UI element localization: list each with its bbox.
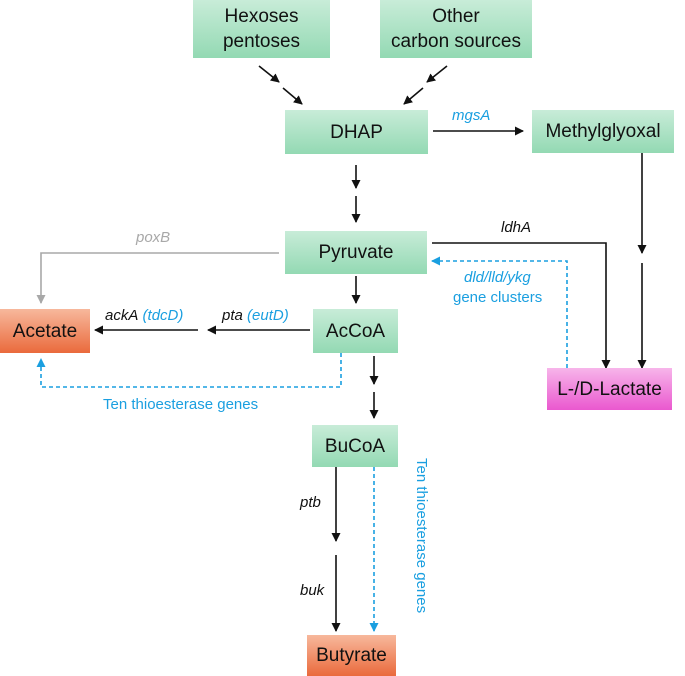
arrow-other-dhap-2	[403, 87, 424, 105]
label-pta-eutd: pta (eutD)	[222, 307, 289, 324]
node-other-line2: carbon sources	[391, 31, 521, 52]
label-ten-thioesterase-horizontal: Ten thioesterase genes	[103, 396, 259, 413]
node-hexoses-line2: pentoses	[222, 31, 301, 52]
label-pta: pta	[222, 307, 243, 324]
label-tdcd: (tdcD)	[142, 307, 184, 324]
arrow-hexoses-dhap-2	[282, 87, 303, 105]
label-dld-lld-ykg: dld/lld/ykg	[464, 269, 531, 286]
arrow-lactate-pyruvate	[431, 256, 568, 368]
node-accoa: AcCoA	[313, 309, 398, 353]
label-ptb: ptb	[300, 494, 321, 511]
arrow-other-dhap-1	[426, 65, 448, 83]
node-bucoa: BuCoA	[312, 425, 398, 467]
arrow-accoa-acetate-thio	[36, 353, 342, 388]
node-other-line1: Other	[432, 6, 480, 27]
node-pyruvate: Pyruvate	[285, 231, 427, 274]
arrow-pyruvate-lactate	[432, 242, 611, 369]
node-hexoses-pentoses: Hexoses pentoses	[193, 0, 330, 58]
label-ldha: ldhA	[501, 219, 532, 236]
label-buk: buk	[300, 582, 325, 599]
node-acetate: Acetate	[0, 309, 90, 353]
node-hexoses-line1: Hexoses	[224, 6, 299, 27]
arrow-pyruvate-acetate-poxb	[36, 252, 279, 304]
label-acka: ackA	[105, 307, 139, 324]
label-eutd: (eutD)	[247, 307, 289, 324]
node-dhap: DHAP	[285, 110, 428, 154]
node-lactate: L-/D-Lactate	[547, 368, 672, 410]
label-ten-thioesterase-vertical: Ten thioesterase genes	[413, 458, 430, 614]
node-other-carbon-sources: Other carbon sources	[380, 0, 532, 58]
label-mgsa: mgsA	[452, 107, 491, 124]
node-butyrate: Butyrate	[307, 635, 396, 676]
label-gene-clusters: gene clusters	[453, 289, 543, 306]
node-methylglyoxal: Methylglyoxal	[532, 110, 674, 153]
label-poxb: poxB	[136, 229, 171, 246]
arrow-hexoses-dhap-1	[258, 65, 280, 83]
label-acka-tdcd: ackA (tdcD)	[105, 307, 183, 324]
